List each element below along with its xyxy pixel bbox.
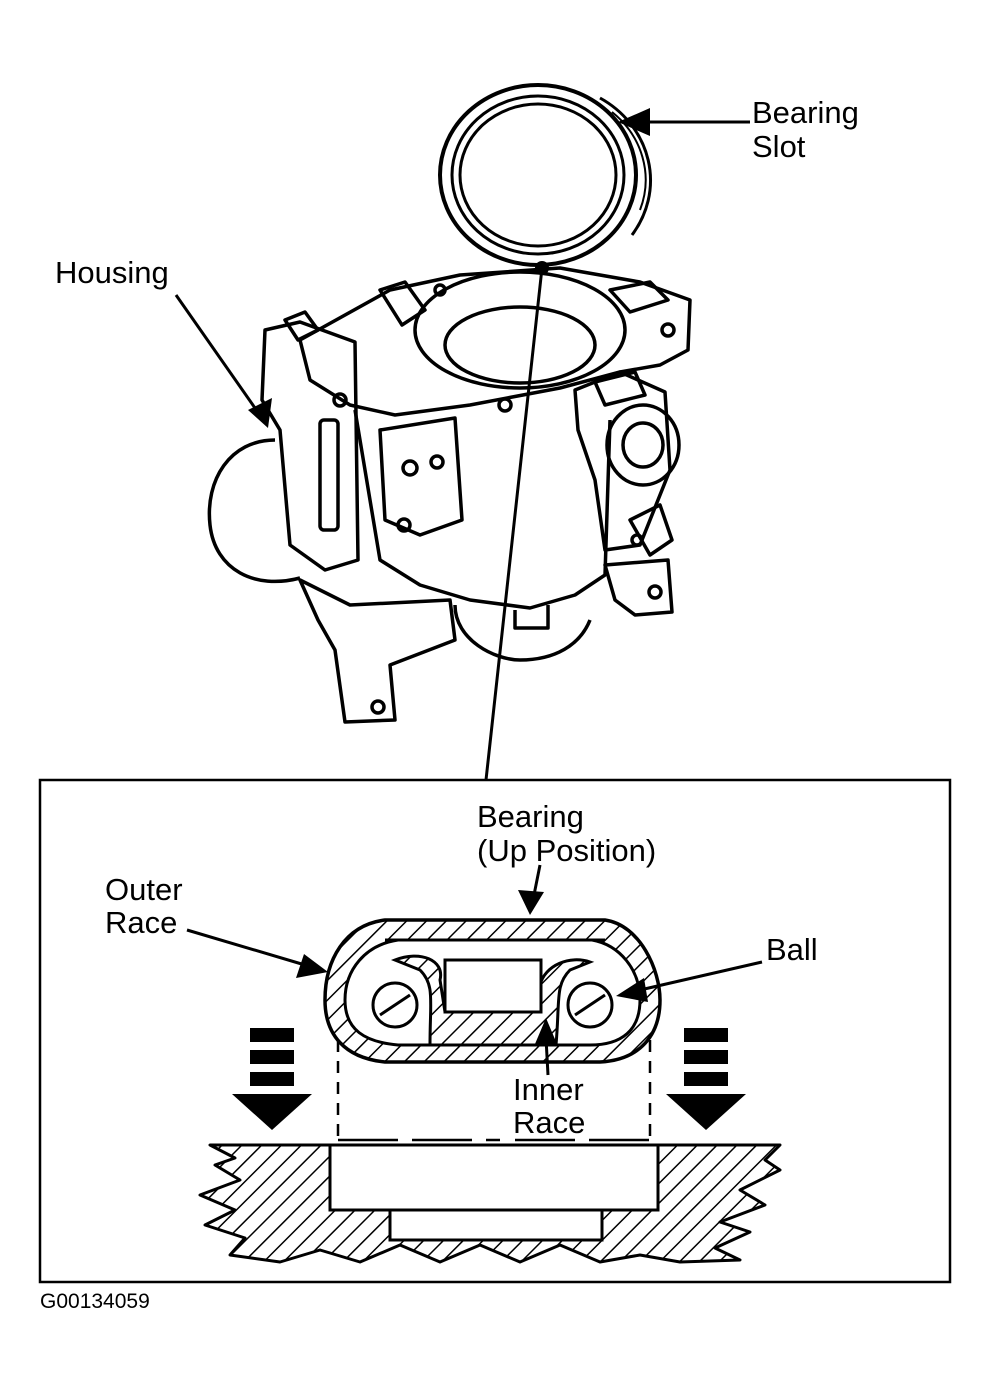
alignment-guides — [336, 1040, 652, 1145]
bearing-slot-label-line1: Bearing — [752, 95, 859, 130]
base-block — [198, 1143, 782, 1264]
press-arrow-right — [666, 1028, 746, 1130]
outer-race-arrow — [186, 928, 328, 978]
bearing-slot-label-line2: Slot — [752, 129, 806, 164]
outer-race-label-line2: Race — [105, 905, 178, 940]
bearing-cross-section — [323, 918, 662, 1064]
figure-id: G00134059 — [40, 1290, 150, 1313]
inner-race-label-line1: Inner — [513, 1072, 584, 1107]
housing-body — [207, 266, 692, 724]
outer-race-label-line1: Outer — [105, 872, 183, 907]
inner-race-label-line2: Race — [513, 1105, 586, 1140]
bearing-label-line2: (Up Position) — [477, 833, 657, 868]
inner-race-arrow — [535, 1018, 557, 1076]
bearing-ring — [438, 83, 652, 267]
housing-arrow — [174, 294, 272, 428]
press-arrow-left — [232, 1028, 312, 1130]
ball-label: Ball — [766, 932, 818, 967]
bearing-slot-arrow — [618, 108, 750, 136]
bearing-label-line1: Bearing — [477, 799, 584, 834]
bearing-up-arrow — [518, 864, 544, 915]
housing-label: Housing — [55, 255, 169, 290]
detail-leader-line — [484, 267, 544, 781]
detail-inset-frame — [38, 778, 952, 1284]
ball-arrow — [616, 960, 763, 1002]
